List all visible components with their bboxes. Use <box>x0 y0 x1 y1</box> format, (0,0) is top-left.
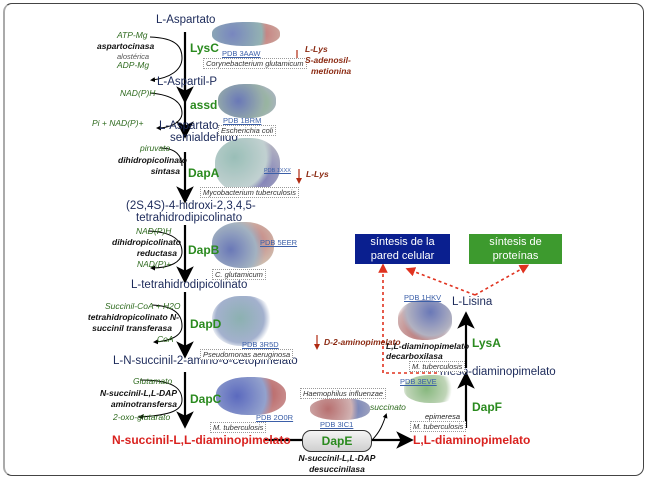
enzyme-lysa: LysA <box>472 336 501 350</box>
inhibitor-l-lys-2: L-Lys <box>306 169 329 179</box>
protein-structure-lysa <box>398 300 452 340</box>
protein-structure-dapf <box>404 375 460 403</box>
cofactor-glutamato: Glutamato <box>133 376 173 386</box>
cofactor-nadph-assd: NAD(P)H <box>120 88 156 98</box>
enzyme-name-dapc-line2: aminotransfersa <box>110 399 177 409</box>
protein-structure-dapc <box>216 377 286 415</box>
pdb-3aaw[interactable]: PDB 3AAW <box>222 49 261 58</box>
cofactor-coa: CoA <box>157 334 174 344</box>
pdb-dapa[interactable]: PDB 1XXX <box>264 168 291 174</box>
dotted-lisina-to-protein <box>474 264 530 296</box>
organism-dapb: C. glutamicum <box>212 269 266 280</box>
inhibitor-d-2-aminopimelato: D-2-aminopimelato <box>324 337 401 347</box>
pdb-3eve[interactable]: PDB 3EVE <box>400 377 437 386</box>
pdb-3r5d[interactable]: PDB 3R5D <box>242 340 279 349</box>
enzyme-dape-box: DapE <box>302 430 372 452</box>
enzyme-note-alosterica: alostérica <box>117 52 150 61</box>
metabolite-lisina: L-Lisina <box>452 296 493 308</box>
enzyme-name-lysa-line2: decarboxilasa <box>386 351 443 361</box>
enzyme-name-dapd-line2: succinil transferasa <box>92 323 172 333</box>
metabolite-hidroxi-line2: tetrahidrodipicolinato <box>136 212 243 224</box>
enzyme-name-dapb-line2: reductasa <box>136 248 177 258</box>
dotted-meso-to-cellwall <box>378 263 437 374</box>
metabolite-aspartato: L-Aspartato <box>156 14 216 26</box>
enzyme-assd: assd <box>190 98 218 112</box>
organism-lysa: M. tuberculosis <box>409 361 466 372</box>
enzyme-name-dapa-line2: sintasa <box>150 166 180 176</box>
pdb-1brm[interactable]: PDB 1BRM <box>223 116 262 125</box>
enzyme-name-dape-line2: desuccinilasa <box>309 464 365 474</box>
enzyme-name-aspartocinasa: aspartocinasa <box>97 41 155 51</box>
figure-frame <box>3 3 644 476</box>
organism-dape: Haemophilus influenzae <box>300 388 387 399</box>
metabolite-n-succinil-dap: N-succinil-L,L-diaminopimelato <box>112 433 291 447</box>
protein-structure-dape <box>310 398 370 420</box>
enzyme-dape: DapE <box>321 434 353 448</box>
protein-structure-dapb <box>212 222 274 268</box>
organism-lysc: Corynebacterium glutamicum <box>203 58 307 69</box>
cofactor-succinil-coa: Succinil-CoA + H2O <box>105 301 181 311</box>
output-cell-wall-label: síntesis de la pared celular <box>370 236 435 262</box>
enzyme-name-dapd-line1: tetrahidropicolinato N- <box>87 312 179 322</box>
protein-structure-lysc <box>212 22 280 46</box>
metabolite-aspartil-p: L-Aspartil-P <box>157 76 218 88</box>
metabolite-tetrahidrodipicolinato: L-tetrahidrodipicolinato <box>131 279 248 291</box>
organism-dapa: Mycobacterium tuberculosis <box>200 187 299 198</box>
pdb-2o0r[interactable]: PDB 2O0R <box>256 413 294 422</box>
cofactor-nadph-dapb: NAD(P)H <box>136 226 172 236</box>
inhibitor-sam-line2: metionina <box>311 66 352 76</box>
inhibitor-sam-line1: S-adenosil- <box>305 55 351 65</box>
enzyme-dapf: DapF <box>472 400 502 414</box>
cofactor-atp-mg: ATP-Mg <box>117 30 148 40</box>
cofactor-adp-mg: ADP-Mg <box>117 60 150 70</box>
pdb-3ic1[interactable]: PDB 3IC1 <box>320 420 354 429</box>
metabolite-ll-dap: L,L-diaminopimelato <box>413 433 531 447</box>
enzyme-lysc: LysC <box>190 41 219 55</box>
enzyme-dapd: DapD <box>190 317 222 331</box>
enzyme-name-dapa-line1: dihidropicolinato <box>118 155 187 165</box>
cofactor-nadp-dapb: NAD(P)+ <box>137 259 172 269</box>
metabolite-hidroxi-line1: (2S,4S)-4-hidroxi-2,3,4,5- <box>126 200 256 212</box>
output-cell-wall-box: síntesis de la pared celular <box>355 234 450 264</box>
enzyme-dapc: DapC <box>190 392 222 406</box>
organism-assd: Escherichia coli <box>218 125 277 136</box>
metabolite-semialdehido-line1: L-Aspartato- <box>159 120 223 132</box>
cofactor-succinato: succinato <box>370 402 406 412</box>
dotted-lisina-to-cellwall <box>405 267 476 296</box>
organism-dapd: Pseudomonas aeruginosa <box>200 349 294 360</box>
output-protein-box: síntesis de proteínas <box>469 234 562 264</box>
protein-structure-assd <box>218 84 276 118</box>
enzyme-name-epimeresa: epimeresa <box>425 412 461 421</box>
organism-dapc: M. tuberculosis <box>210 422 267 433</box>
output-protein-label: síntesis de proteínas <box>489 236 542 262</box>
organism-dapf: M. tuberculosis <box>410 421 467 432</box>
metabolite-meso-dap: meso-diaminopimelato <box>440 366 556 378</box>
enzyme-name-dapb-line1: dihidropicolinato <box>112 237 181 247</box>
enzyme-name-lysa-line1: L,L-diaminopimelato <box>386 341 470 351</box>
pdb-5eer[interactable]: PDB 5EER <box>260 238 298 247</box>
pdb-1hkv[interactable]: PDB 1HKV <box>404 293 442 302</box>
enzyme-dapb: DapB <box>188 243 220 257</box>
inhibitor-l-lys-1: L-Lys <box>305 44 328 54</box>
protein-structure-dapa <box>215 138 280 193</box>
enzyme-name-dape-line1: N-succinil-L,L-DAP <box>298 453 376 463</box>
cofactor-piruvato: piruvato <box>140 143 171 153</box>
enzyme-name-dapc-line1: N-succinil-L,L-DAP <box>100 388 177 398</box>
protein-structure-dapd <box>212 296 274 346</box>
cofactor-pi-nadp: Pi + NAD(P)+ <box>92 118 144 128</box>
cofactor-2-oxo-glutarato: 2-oxo-glutarato <box>113 412 171 422</box>
enzyme-dapa: DapA <box>188 166 220 180</box>
